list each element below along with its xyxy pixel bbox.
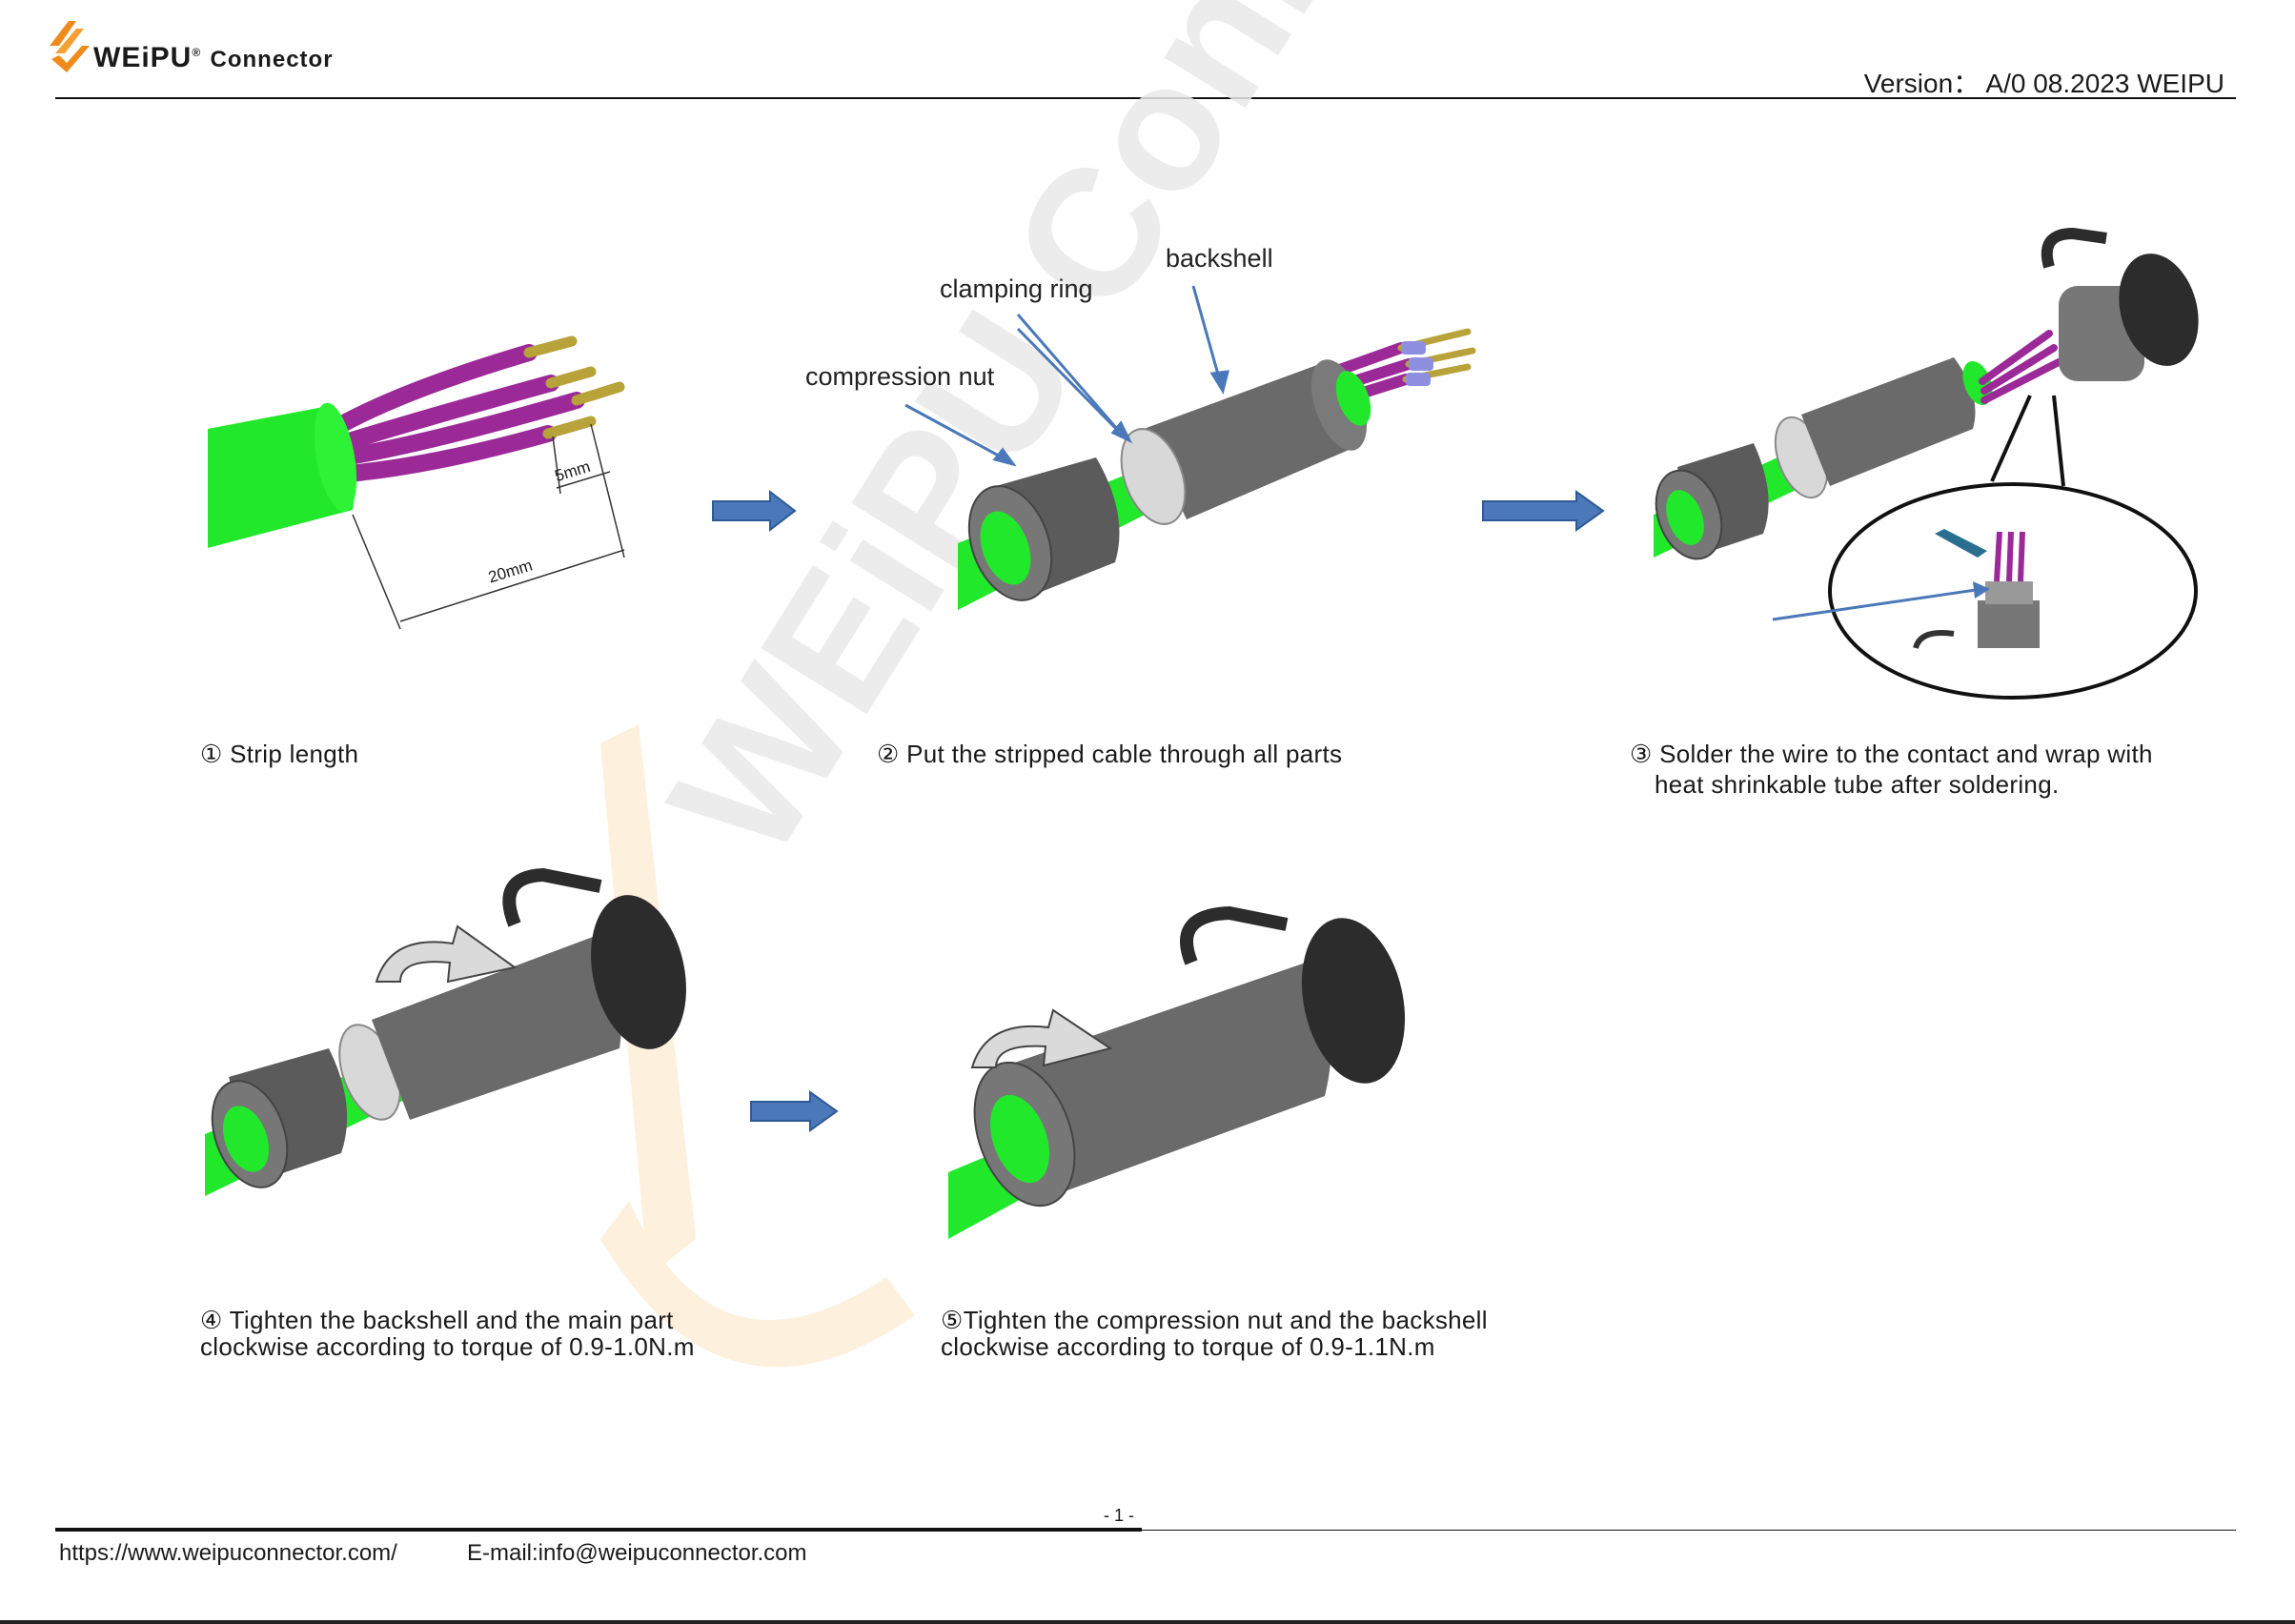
footer-rule-thick xyxy=(55,1528,1142,1532)
footer-website-link[interactable]: https://www.weipuconnector.com/ xyxy=(59,1540,397,1566)
connector-parts-image xyxy=(904,285,1476,610)
arrow-right-icon xyxy=(750,1090,839,1132)
page-number: - 1 - xyxy=(1104,1506,1135,1525)
step-2-number: ② xyxy=(877,740,900,768)
page-bottom-edge xyxy=(0,1620,2295,1624)
step-1-text: Strip length xyxy=(230,740,359,768)
step-4-caption: ④ Tighten the backshell and the main par… xyxy=(200,1306,674,1335)
soldering-image xyxy=(1654,227,2199,700)
stripped-cable-image xyxy=(208,335,625,630)
tighten-backshell-image xyxy=(205,867,686,1196)
version-label: Version： A/0 08.2023 WEIPU xyxy=(1863,69,2224,98)
registered-mark: ® xyxy=(192,46,202,59)
step-5-caption: ⑤Tighten the compression nut and the bac… xyxy=(941,1306,1488,1335)
logo-wordmark: WEiPU® Connector xyxy=(93,42,334,74)
step-3-illustration xyxy=(1649,227,2211,705)
step-5-text-1: Tighten the compression nut and the back… xyxy=(963,1306,1488,1334)
step-4-caption-line2: clockwise according to torque of 0.9-1.0… xyxy=(200,1332,695,1361)
step-2-caption: ② Put the stripped cable through all par… xyxy=(877,740,1342,769)
step-2-illustration: backshell clamping ring compression nut xyxy=(805,244,1487,619)
step-3-number: ③ xyxy=(1630,740,1653,768)
step-5-illustration xyxy=(944,905,1420,1248)
header-rule xyxy=(55,97,2236,99)
footer-email-link[interactable]: E-mail:info@weipuconnector.com xyxy=(467,1540,807,1566)
footer-rule-thin xyxy=(1142,1530,2236,1531)
step-1-number: ① xyxy=(200,740,223,768)
step-1-caption: ① Strip length xyxy=(200,740,358,769)
label-backshell: backshell xyxy=(1166,244,1273,273)
header: WEiPU® Connector Version： A/0 08.2023 WE… xyxy=(0,0,2295,105)
step-4-number: ④ xyxy=(200,1306,223,1334)
step-5-caption-line2: clockwise according to torque of 0.9-1.1… xyxy=(941,1332,1435,1361)
step-1-illustration: 5mm 20mm xyxy=(200,324,639,639)
step-4-illustration xyxy=(200,867,705,1210)
step-5-number: ⑤ xyxy=(941,1306,964,1334)
arrow-right-icon xyxy=(1482,490,1605,532)
logo-sub: Connector xyxy=(210,47,334,72)
arrow-right-icon xyxy=(712,489,797,533)
step-3-caption-line2: heat shrinkable tube after soldering. xyxy=(1655,770,2060,799)
logo-text: WEiPU xyxy=(93,42,193,73)
label-clamping-ring: clamping ring xyxy=(940,274,1093,303)
label-compression-nut: compression nut xyxy=(805,362,995,391)
tighten-nut-image xyxy=(948,905,1406,1239)
step-3-text-1: Solder the wire to the contact and wrap … xyxy=(1659,740,2153,768)
step-4-text-1: Tighten the backshell and the main part xyxy=(229,1306,674,1334)
weipu-logo-icon xyxy=(50,21,90,72)
step-2-text: Put the stripped cable through all parts xyxy=(906,740,1343,768)
step-3-caption: ③ Solder the wire to the contact and wra… xyxy=(1630,740,2153,769)
